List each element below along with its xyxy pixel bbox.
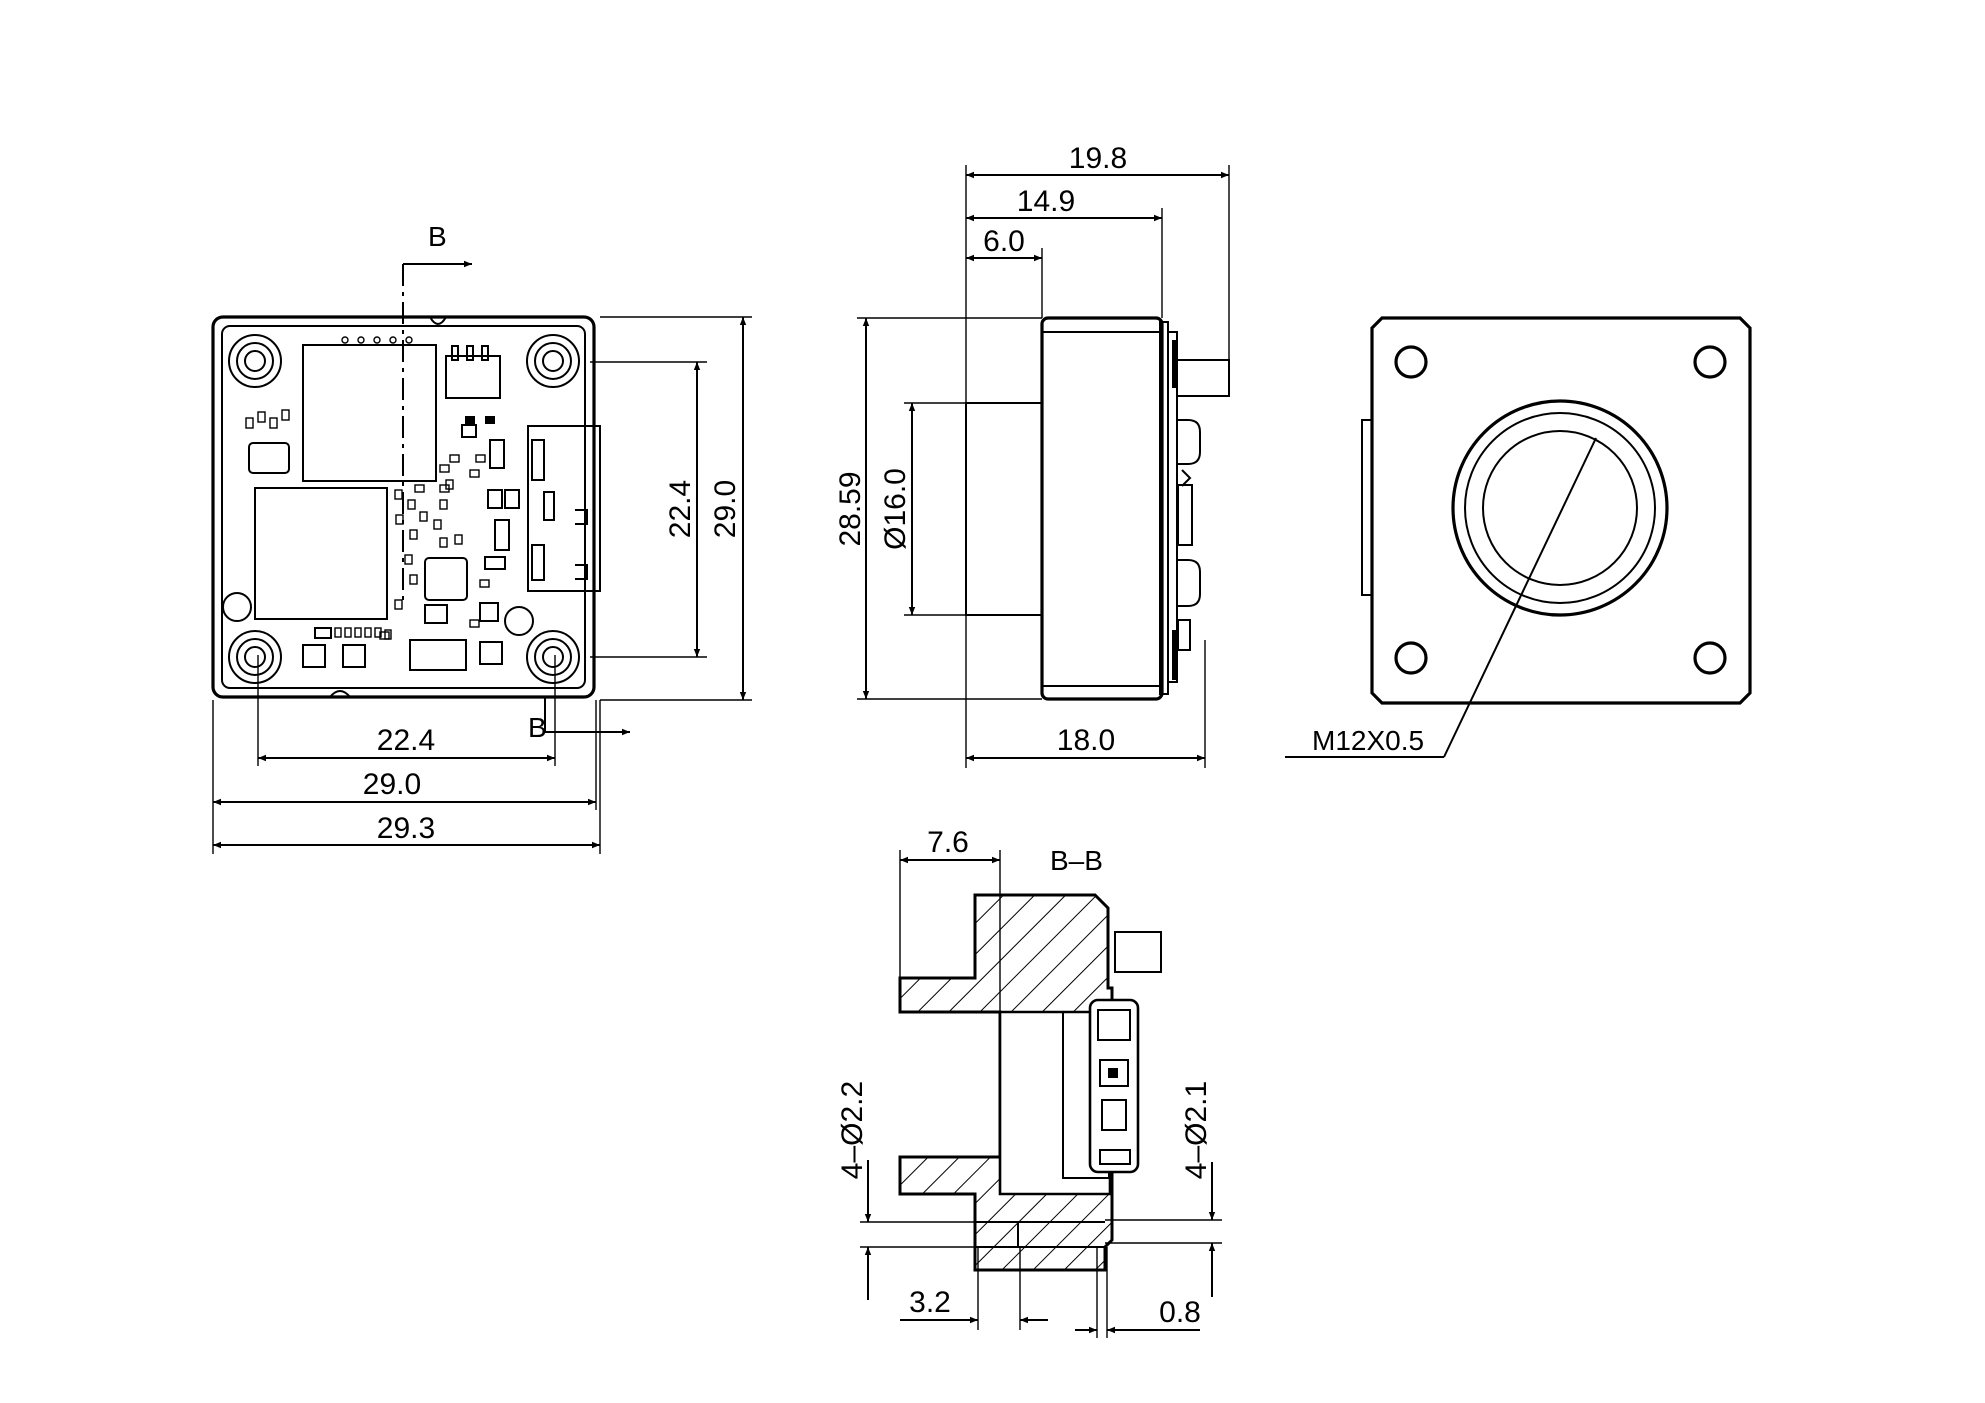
section-connector bbox=[1088, 998, 1140, 1174]
dim-height: 29.0 bbox=[709, 480, 742, 538]
dim-holes-left: 4–Ø2.2 bbox=[836, 1081, 869, 1179]
back-view: M12X0.5 bbox=[1285, 316, 1752, 758]
cable-stub bbox=[1176, 359, 1230, 397]
section-marker-bottom: B bbox=[528, 712, 547, 743]
lens-ring-inner bbox=[1482, 430, 1638, 586]
smd-parts bbox=[245, 409, 490, 640]
dim-holes-right: 4–Ø2.1 bbox=[1180, 1081, 1213, 1179]
front-view: B B 22.4 29.0 29.3 22.4 29.0 bbox=[211, 221, 752, 854]
dim-lens-diameter: Ø16.0 bbox=[879, 468, 912, 550]
mounting-hole-br bbox=[526, 630, 580, 684]
dim-hole-spacing-vertical: 22.4 bbox=[664, 480, 697, 538]
section-label: B–B bbox=[1050, 845, 1103, 876]
dim-flange: 3.2 bbox=[909, 1286, 951, 1319]
board-inner-outline bbox=[221, 325, 586, 689]
section-cable-stub bbox=[1114, 931, 1162, 973]
mounting-hole-bl bbox=[228, 630, 282, 684]
back-hole-br bbox=[1693, 641, 1727, 675]
side-view: 19.8 14.9 6.0 28.59 Ø16.0 18.0 bbox=[834, 142, 1230, 768]
dim-body-height: 28.59 bbox=[834, 471, 867, 546]
thread-callout: M12X0.5 bbox=[1312, 725, 1424, 756]
dim-total-depth: 19.8 bbox=[1069, 142, 1127, 175]
back-hole-bl bbox=[1394, 641, 1428, 675]
dim-gap: 0.8 bbox=[1159, 1296, 1201, 1329]
usb-connector bbox=[527, 425, 601, 592]
lens-ring-outer bbox=[1451, 399, 1669, 617]
section-marker-top: B bbox=[428, 221, 447, 252]
lens-mount bbox=[965, 402, 1043, 616]
back-hole-tr bbox=[1693, 345, 1727, 379]
lens-ring-middle bbox=[1464, 412, 1656, 604]
dim-lens-mount: 6.0 bbox=[983, 225, 1025, 258]
dim-bottom-depth: 18.0 bbox=[1057, 724, 1115, 757]
chip-top bbox=[302, 344, 437, 482]
dim-overall-width: 29.3 bbox=[377, 812, 435, 845]
mounting-hole-tr bbox=[526, 334, 580, 388]
camera-body bbox=[1040, 316, 1164, 701]
section-view: B–B 7.6 4–Ø2.2 bbox=[836, 826, 1222, 1338]
chip-main bbox=[254, 487, 388, 620]
dim-hole-spacing-horizontal: 22.4 bbox=[377, 724, 435, 757]
back-hole-tl bbox=[1394, 345, 1428, 379]
dim-width: 29.0 bbox=[363, 768, 421, 801]
dim-body-depth: 14.9 bbox=[1017, 185, 1075, 218]
dim-mount-depth: 7.6 bbox=[927, 826, 969, 859]
mounting-hole-tl bbox=[228, 334, 282, 388]
test-pads bbox=[341, 336, 413, 344]
